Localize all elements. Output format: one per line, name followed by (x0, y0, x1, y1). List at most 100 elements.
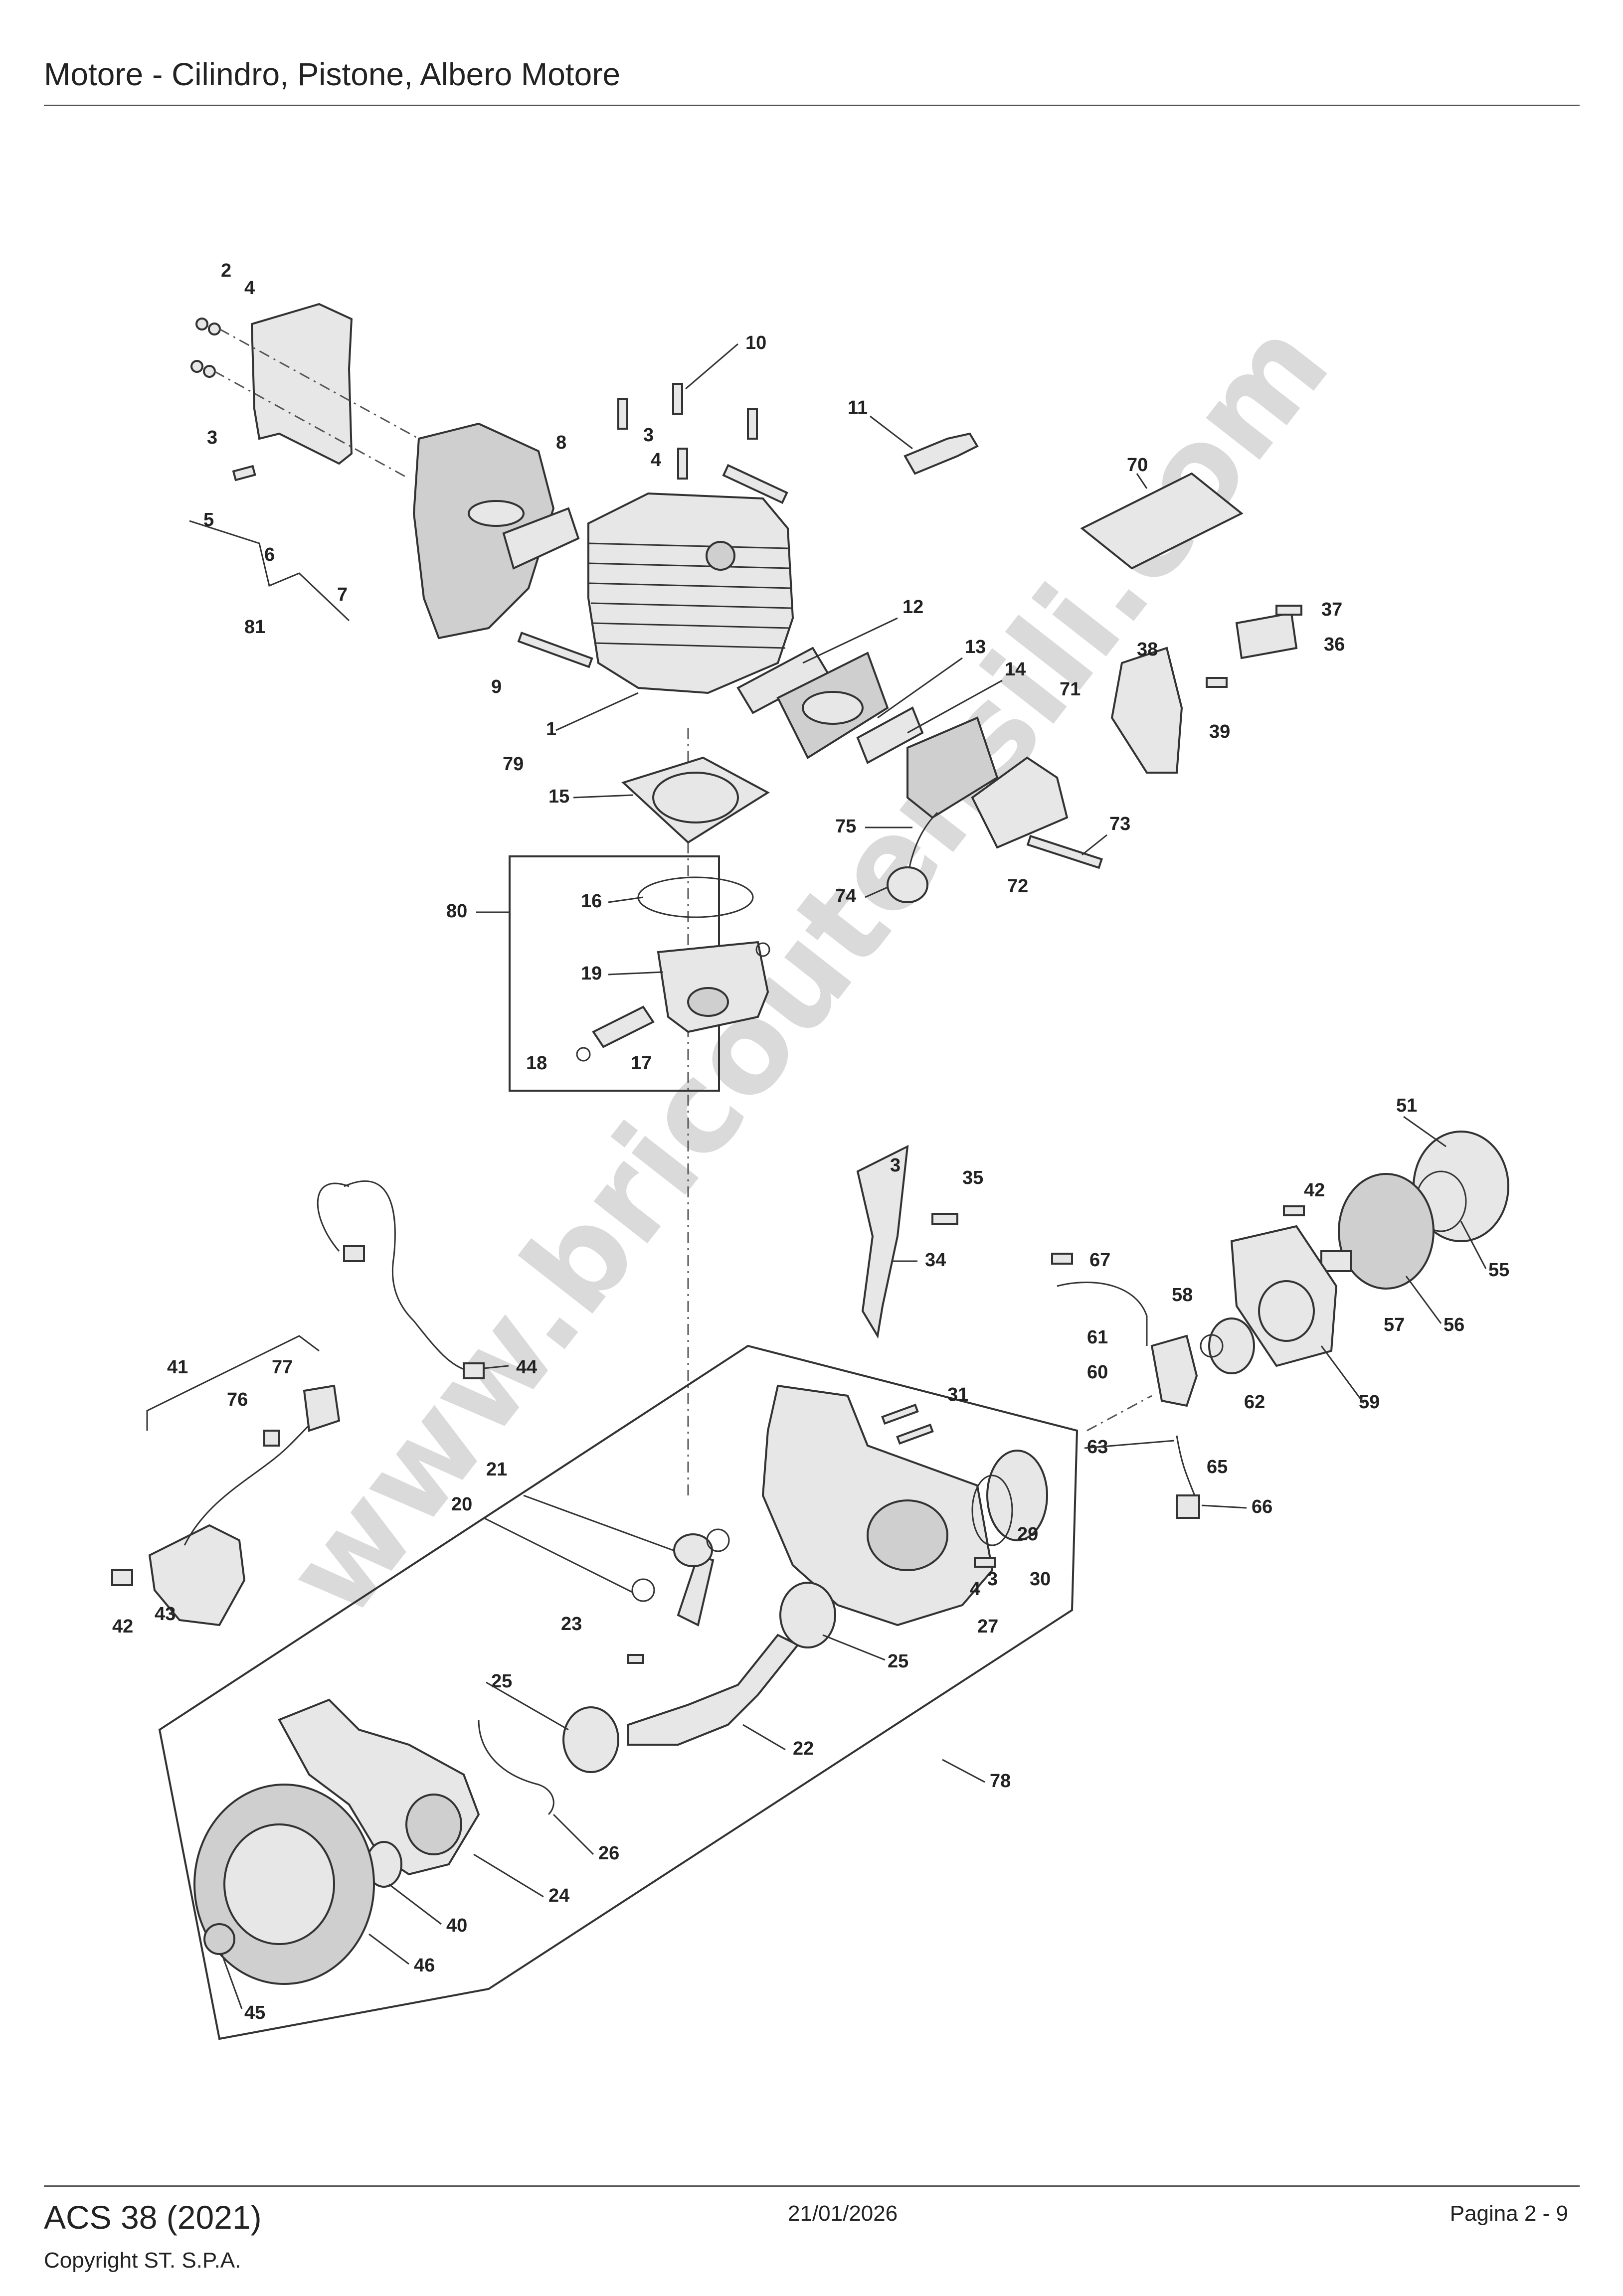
callout-37: 37 (1321, 599, 1342, 620)
piston-19 (657, 941, 769, 1033)
muffler-assembly (189, 303, 580, 640)
callout-73: 73 (1109, 814, 1130, 834)
callout-38: 38 (1137, 639, 1158, 660)
screw-39 (1206, 677, 1228, 688)
callout-58: 58 (1172, 1285, 1193, 1306)
callout-35: 35 (962, 1167, 983, 1188)
callout-77: 77 (272, 1357, 293, 1378)
callout-62: 62 (1244, 1392, 1265, 1413)
callout-39: 39 (1209, 721, 1230, 742)
callout-13: 13 (965, 637, 986, 657)
stud-bolt (722, 464, 788, 504)
callout-31: 31 (947, 1384, 968, 1405)
callout-57: 57 (1384, 1314, 1405, 1335)
callout-3d: 3 (987, 1569, 998, 1590)
screw-67 (1051, 1253, 1073, 1265)
callout-40: 40 (446, 1915, 467, 1936)
callout-17: 17 (631, 1053, 652, 1074)
intake-assembly (736, 472, 1244, 903)
nut-2 (195, 318, 208, 330)
callout-78: 78 (990, 1771, 1011, 1792)
header-divider (44, 105, 1580, 106)
callout-4d: 4 (970, 1579, 980, 1600)
washer-20 (631, 1578, 655, 1602)
base-gasket-15 (621, 756, 770, 844)
callout-26: 26 (598, 1843, 619, 1864)
cylinder-fins (588, 542, 792, 649)
screw-10c (747, 408, 758, 440)
crankcase-half-27 (761, 1384, 994, 1627)
crankcase-box-78 (158, 1344, 1079, 2040)
carburetor-71 (906, 716, 999, 819)
oil-pump-60 (1150, 1334, 1198, 1407)
chain-catcher-34 (856, 1145, 909, 1339)
callout-80: 80 (446, 901, 467, 922)
callout-51: 51 (1396, 1095, 1417, 1116)
callout-9: 9 (491, 676, 502, 697)
screw-10a (672, 383, 683, 415)
connector-44 (463, 1362, 485, 1379)
circlip-18 (576, 1047, 591, 1062)
washer-3 (203, 365, 216, 378)
cylinder-assembly (517, 383, 979, 694)
callout-67: 67 (1089, 1250, 1110, 1271)
callout-44: 44 (516, 1357, 537, 1378)
callout-4: 4 (244, 278, 255, 299)
callout-labels: 2 4 3 5 6 7 8 81 9 10 3 4 11 70 12 13 14… (112, 260, 1509, 2023)
oil-line-63 (1176, 1435, 1198, 1501)
callout-76: 76 (227, 1389, 248, 1410)
bearing-seat (867, 1499, 948, 1571)
screw-42-right (1283, 1205, 1305, 1216)
piston-pin-17 (592, 1005, 655, 1048)
key-23 (627, 1654, 644, 1664)
connecting-rod (677, 1554, 715, 1627)
leader-lines (221, 343, 1487, 2009)
air-filter-base-72 (971, 756, 1069, 849)
muffler-7 (412, 422, 555, 640)
spark-plug-port (706, 541, 735, 571)
callout-29: 29 (1017, 1524, 1038, 1545)
ground-wire-44 (317, 1180, 469, 1372)
callout-30: 30 (1030, 1569, 1051, 1590)
callout-20: 20 (451, 1494, 472, 1515)
screw-73 (1026, 834, 1103, 869)
oil-line-61 (1057, 1282, 1148, 1346)
footer-divider (44, 2185, 1580, 2187)
gasket-13 (856, 706, 924, 764)
callout-12: 12 (902, 597, 923, 618)
page-number: Pagina 2 - 9 (1449, 2201, 1568, 2226)
callout-25: 25 (888, 1651, 908, 1672)
callout-43: 43 (155, 1604, 176, 1625)
print-date: 21/01/2026 (788, 2201, 898, 2226)
clutch-drum-56 (1338, 1173, 1435, 1290)
callout-3b: 3 (643, 425, 654, 446)
callout-10: 10 (745, 332, 766, 353)
heat-shield-6 (250, 303, 353, 465)
callout-8: 8 (556, 432, 566, 453)
washer-4 (208, 323, 221, 335)
callout-3c: 3 (890, 1155, 901, 1176)
callout-75: 75 (835, 816, 856, 837)
intake-port (802, 691, 864, 725)
plate-36 (1235, 612, 1298, 659)
callout-4b: 4 (651, 450, 661, 471)
worm-gear-58 (1208, 1317, 1255, 1374)
washer-20b (706, 1528, 730, 1552)
callout-42b: 42 (1304, 1180, 1325, 1201)
stud-9 (517, 632, 593, 668)
spark-plug-11 (903, 432, 979, 475)
callout-25b: 25 (491, 1671, 512, 1692)
spark-plug-cap-77 (303, 1384, 341, 1432)
callout-71: 71 (1060, 679, 1081, 700)
ignition-module-41 (148, 1524, 246, 1627)
callout-11: 11 (848, 397, 868, 418)
callout-1: 1 (546, 719, 556, 740)
callout-66: 66 (1252, 1496, 1272, 1517)
pin-31b (896, 1423, 934, 1445)
screw-42-43 (111, 1569, 133, 1586)
callout-34: 34 (925, 1250, 946, 1271)
callout-27: 27 (977, 1616, 998, 1637)
bearing-25a (779, 1582, 836, 1648)
bearing-25b (562, 1706, 619, 1773)
